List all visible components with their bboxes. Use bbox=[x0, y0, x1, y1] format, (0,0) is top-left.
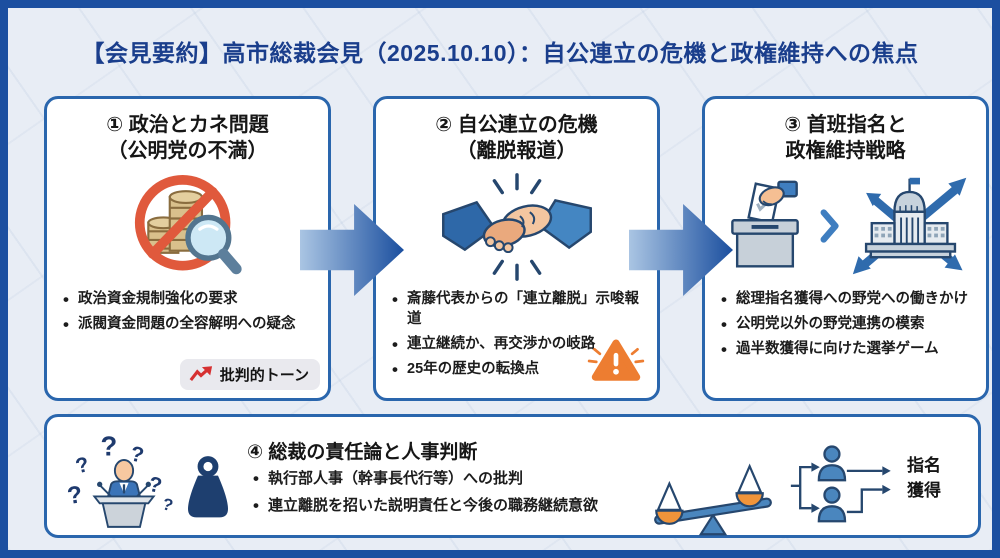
list-item: 政治資金規制強化の要求 bbox=[63, 288, 316, 311]
page-title: 【会見要約】高市総裁会見（2025.10.10）：自公連立の危機と政権維持への焦… bbox=[81, 40, 919, 66]
svg-text:?: ? bbox=[160, 494, 175, 515]
chevron-right-icon bbox=[820, 209, 839, 243]
two-person-flow-icon bbox=[790, 445, 891, 523]
list-item: 執行部人事（幹事長代行等）への批判 bbox=[253, 468, 598, 490]
trend-up-arrow-icon bbox=[189, 366, 212, 382]
svg-text:?: ? bbox=[100, 430, 117, 461]
parliament-arrows-icon bbox=[852, 177, 966, 274]
svg-text:?: ? bbox=[147, 472, 165, 498]
handshake-icon bbox=[441, 172, 592, 281]
card2-title: ② 自公連立の危機 （離脱報道） bbox=[435, 114, 598, 163]
list-item: 総理指名獲得への野党への働きかけ bbox=[721, 288, 974, 311]
list-item: 派閥資金問題の全容解明への疑念 bbox=[63, 313, 316, 336]
list-item: 斎藤代表からの「連立離脱」示唆報道 bbox=[392, 288, 645, 329]
list-item: 公明党以外の野党連携の模索 bbox=[721, 313, 974, 336]
card-coalition-crisis: ② 自公連立の危機 （離脱報道） 斎藤代表からの「連立離脱」示唆報道 bbox=[373, 96, 660, 401]
flow-labels: 指名 獲得 bbox=[907, 453, 941, 503]
svg-text:?: ? bbox=[128, 441, 146, 467]
list-item: 連立離脱を招いた説明責任と今後の職務継続意欲 bbox=[253, 495, 598, 517]
bottom-bullet-list: 執行部人事（幹事長代行等）への批判 連立離脱を招いた説明責任と今後の職務継続意欲 bbox=[253, 468, 598, 522]
svg-text:?: ? bbox=[67, 481, 84, 510]
card2-bullet-list: 斎藤代表からの「連立離脱」示唆報道 連立継続か、再交渉かの岐路 25年の歴史の転… bbox=[376, 287, 657, 381]
card1-bullet-list: 政治資金規制強化の要求 派閥資金問題の全容解明への疑念 bbox=[47, 287, 328, 336]
balance-scale-icon bbox=[654, 463, 772, 536]
card-politics-money: ① 政治とカネ問題 （公明党の不満） 政治資金規制 bbox=[44, 96, 331, 401]
no-money-magnifier-icon bbox=[134, 174, 242, 275]
flow-label-bottom: 獲得 bbox=[907, 481, 941, 500]
badge-label: 批判的トーン bbox=[219, 367, 309, 384]
svg-text:?: ? bbox=[73, 452, 91, 478]
card3-bullet-list: 総理指名獲得への野党への働きかけ 公明党以外の野党連携の模索 過半数獲得に向けた… bbox=[705, 287, 986, 361]
list-item: 25年の歴史の転換点 bbox=[392, 358, 645, 381]
bottom-card-title: ④ 総裁の責任論と人事判断 bbox=[247, 442, 478, 463]
list-item: 連立継続か、再交渉かの岐路 bbox=[392, 333, 645, 356]
weight-icon bbox=[188, 456, 228, 518]
ballot-box-icon bbox=[730, 180, 799, 268]
podium-speaker-questions-icon: ? ? ? ? ? ? bbox=[67, 430, 175, 528]
flow-label-top: 指名 bbox=[907, 456, 941, 475]
card3-title: ③ 首班指名と 政権維持戦略 bbox=[784, 114, 907, 163]
warning-triangle-icon bbox=[587, 339, 645, 381]
card1-title: ① 政治とカネ問題 （公明党の不満） bbox=[106, 114, 269, 163]
card-responsibility-personnel: ? ? ? ? ? ? ④ 総裁の責任論と人事判断 執行部人事（幹事長 bbox=[44, 414, 981, 538]
card-pm-nomination-strategy: ③ 首班指名と 政権維持戦略 bbox=[702, 96, 989, 401]
list-item: 過半数獲得に向けた選挙ゲーム bbox=[721, 338, 974, 361]
status-badge-critical-tone: 批判的トーン bbox=[179, 359, 320, 390]
